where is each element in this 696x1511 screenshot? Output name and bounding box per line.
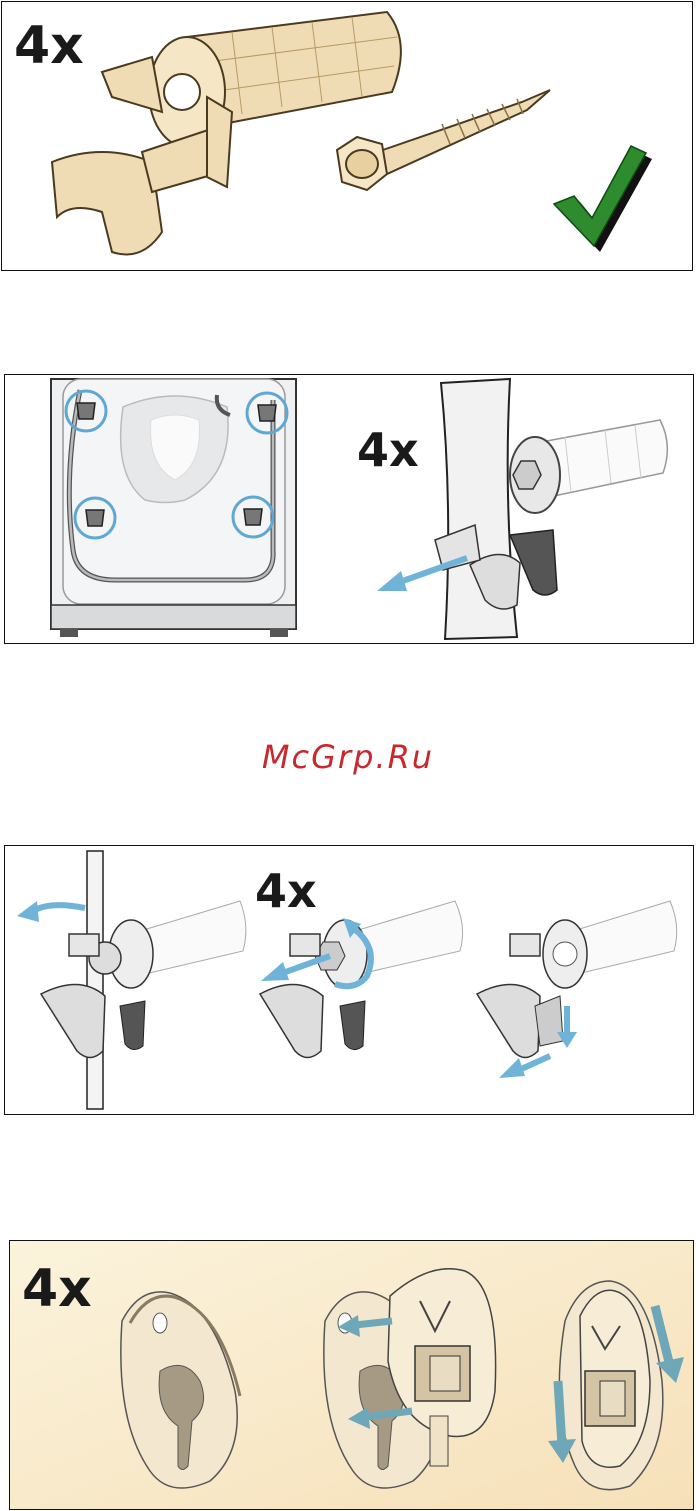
- quantity-label: 4x: [357, 427, 419, 473]
- screw: [337, 90, 550, 190]
- quantity-label: 4x: [22, 1263, 92, 1315]
- bolt-removal-illustration: [435, 379, 667, 639]
- panel-insert-caps: 4x: [9, 1240, 694, 1510]
- arrow-icon: [17, 901, 85, 922]
- panel-remove-bolts: 4x: [4, 374, 694, 644]
- transport-bolt: [52, 12, 401, 255]
- watermark: McGrp.Ru: [0, 738, 696, 776]
- panel-parts-check: 4x: [1, 1, 693, 271]
- spacer-removal-illustration: [5, 846, 694, 1115]
- parts-illustration: [2, 2, 693, 271]
- quantity-label: 4x: [255, 868, 317, 914]
- checkmark-icon: [554, 146, 652, 252]
- machine-rear-illustration: [5, 375, 694, 644]
- panel-remove-spacers: 4x: [4, 845, 694, 1115]
- arrow-icon: [499, 1056, 550, 1078]
- washing-machine-rear: [51, 379, 296, 637]
- arrow-icon: [261, 956, 330, 981]
- step-1-illustration: [41, 851, 246, 1109]
- step-3-illustration: [477, 901, 677, 1058]
- cover-cap-illustration: [10, 1241, 694, 1510]
